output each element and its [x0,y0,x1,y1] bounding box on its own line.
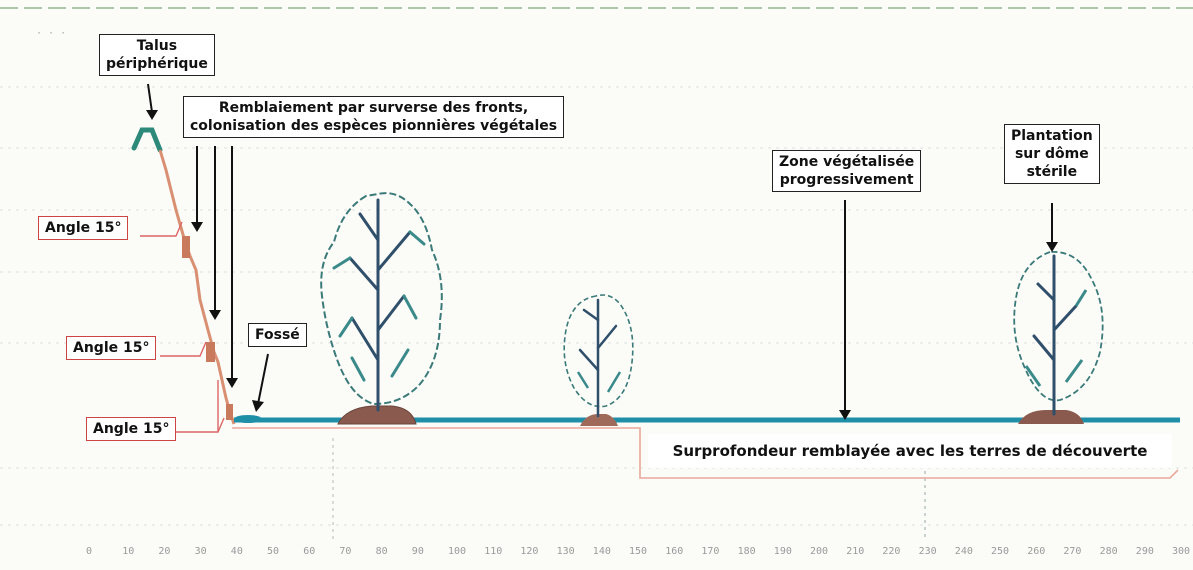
x-tick-label: 130 [556,546,575,557]
x-tick-label: 260 [1027,546,1046,557]
slope-steps [182,236,233,420]
x-tick-label: 200 [810,546,829,557]
label-line: colonisation des espèces pionnières végé… [190,118,558,134]
x-tick-label: 80 [375,546,388,557]
label-line: Plantation [1011,128,1093,144]
x-tick-label: 280 [1099,546,1118,557]
label-line: Zone végétalisée [779,154,915,170]
label-angle-1: Angle 15° [38,216,129,240]
mound-dome-sterile [1018,410,1084,424]
x-tick-label: 190 [773,546,792,557]
x-tick-label: 10 [122,546,135,557]
label-line: sur dôme [1014,146,1089,162]
label-line: stérile [1026,164,1078,180]
x-tick-label: 210 [846,546,865,557]
label-plantation: Plantation sur dôme stérile [1004,124,1100,184]
x-tick-label: 70 [339,546,352,557]
fosse-water [234,415,262,423]
label-angle-2: Angle 15° [66,336,157,360]
x-tick-label: 90 [411,546,424,557]
x-tick-label: 300 [1172,546,1191,557]
label-zone-vegetalisee: Zone végétalisée progressivement [772,150,922,192]
label-angle-3: Angle 15° [86,417,177,441]
talus-mound [131,127,163,153]
angle-markers [140,221,225,433]
annotation-arrows [147,83,1053,412]
x-tick-label: 40 [230,546,243,557]
x-tick-label: 30 [194,546,207,557]
x-tick-label: 240 [954,546,973,557]
label-line: progressivement [779,172,914,188]
x-tick-label: 230 [918,546,937,557]
x-tick-label: 250 [991,546,1010,557]
surprofondeur-outline [232,427,1179,479]
label-talus-peripherique: Talus périphérique [99,34,215,76]
mound-small-tree [580,414,618,426]
tree-small [563,294,634,418]
mound-large-tree [337,405,417,425]
label-remblaiement: Remblaiement par surverse des fronts, co… [183,96,565,138]
x-tick-label: 290 [1135,546,1154,557]
tree-large [320,192,443,412]
x-tick-label: 220 [882,546,901,557]
label-surprofondeur: Surprofondeur remblayée avec les terres … [648,434,1172,468]
x-tick-label: 270 [1063,546,1082,557]
label-line: Talus [136,38,178,54]
label-line: périphérique [106,56,208,72]
slope-profile [158,149,236,425]
x-tick-label: 110 [484,546,503,557]
x-tick-label: 120 [520,546,539,557]
label-fosse: Fossé [248,323,307,347]
arrow-heads [146,110,1058,420]
x-tick-label: 170 [701,546,720,557]
label-line: Remblaiement par surverse des fronts, [218,100,529,116]
guide-lines [0,86,1193,526]
x-tick-label: 140 [592,546,611,557]
x-tick-label: 180 [737,546,756,557]
y-tick: · · · [36,28,67,39]
x-tick-label: 150 [629,546,648,557]
tree-dome [1013,251,1104,416]
x-tick-label: 0 [86,546,93,557]
x-tick-label: 100 [448,546,467,557]
x-tick-label: 50 [267,546,280,557]
x-tick-label: 60 [303,546,316,557]
x-tick-label: 20 [158,546,171,557]
x-tick-label: 160 [665,546,684,557]
